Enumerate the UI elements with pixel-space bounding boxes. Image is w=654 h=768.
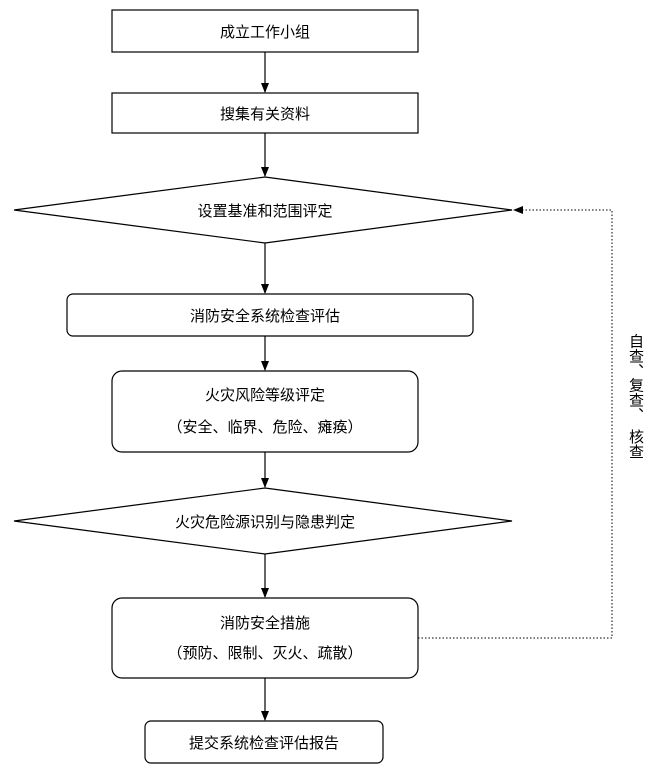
node-system-inspection-label: 消防安全系统检查评估 [190, 307, 340, 325]
node-submit-report: 提交系统检查评估报告 [144, 720, 384, 764]
node-risk-grading: 火灾风险等级评定 （安全、临界、危险、瘫痪） [111, 370, 419, 453]
node-system-inspection: 消防安全系统检查评估 [66, 293, 474, 337]
node-form-team-label: 成立工作小组 [220, 23, 310, 41]
node-submit-report-label: 提交系统检查评估报告 [189, 734, 339, 752]
node-safety-measures-label-2: （预防、限制、灭火、疏散） [167, 644, 362, 662]
node-collect-info-label: 搜集有关资料 [220, 105, 310, 123]
node-hazard-identification-label: 火灾危险源识别与隐患判定 [175, 513, 355, 531]
node-risk-grading-label-1: 火灾风险等级评定 [205, 386, 325, 404]
feedback-label-line-3: 核查 [627, 429, 645, 459]
node-form-team: 成立工作小组 [111, 9, 419, 53]
node-safety-measures-label-1: 消防安全措施 [220, 614, 310, 632]
node-collect-info: 搜集有关资料 [111, 92, 419, 134]
node-set-baseline: 设置基准和范围评定 [13, 176, 513, 244]
node-safety-measures: 消防安全措施 （预防、限制、灭火、疏散） [111, 597, 419, 679]
node-set-baseline-label: 设置基准和范围评定 [197, 202, 332, 220]
feedback-label-line-1: 自查、 [627, 334, 645, 379]
feedback-label-line-2: 复查、 [627, 377, 645, 423]
feedback-loop-line [418, 206, 613, 639]
feedback-label: 自查、 复查、 核查 [627, 334, 645, 460]
node-hazard-identification: 火灾危险源识别与隐患判定 [13, 487, 513, 555]
node-risk-grading-label-2: （安全、临界、危险、瘫痪） [167, 418, 362, 436]
